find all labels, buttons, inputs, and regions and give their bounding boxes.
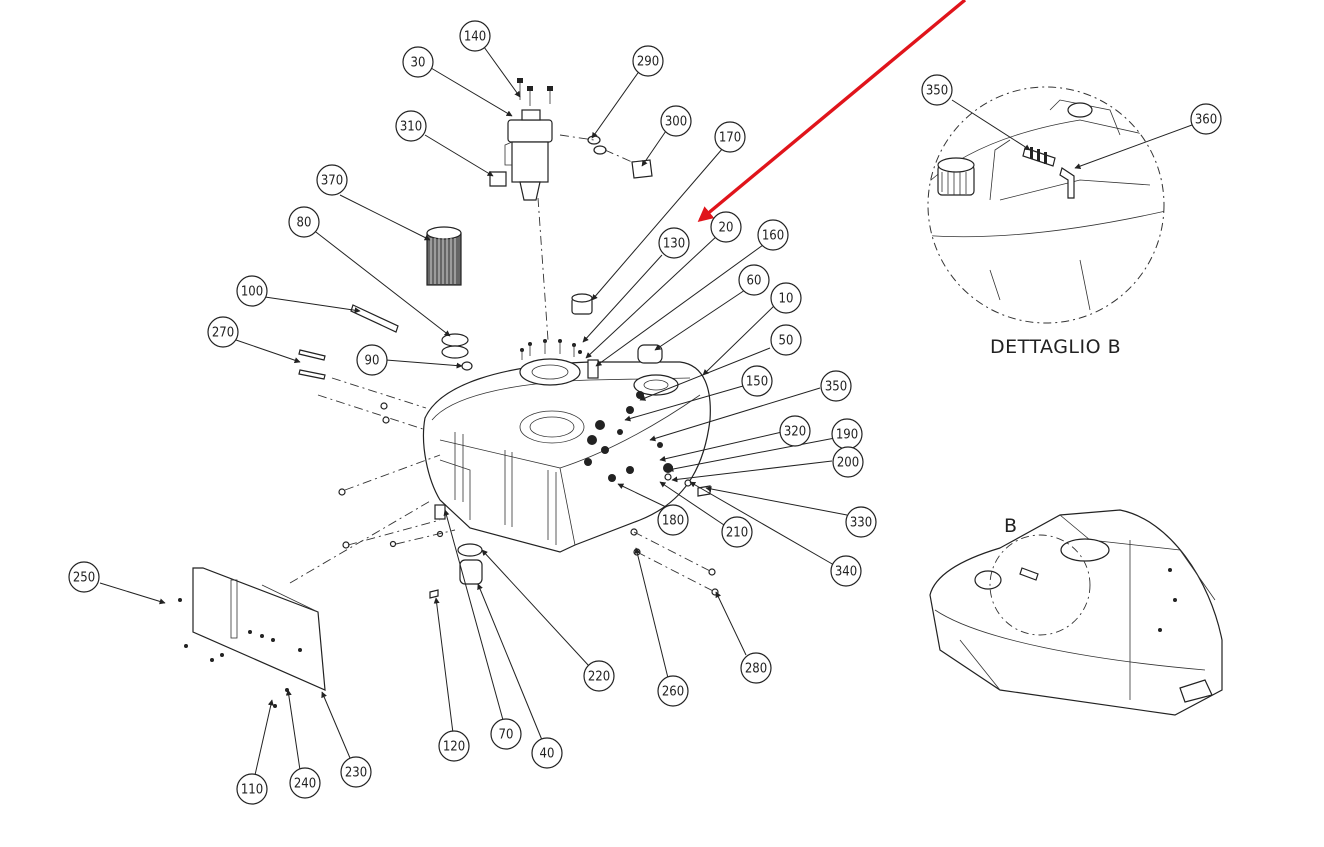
callout-70: 70 — [490, 718, 522, 750]
callout-label: 220 — [588, 670, 610, 685]
callout-label: 270 — [212, 326, 234, 341]
callout-label: 120 — [443, 740, 465, 755]
callout-label: 80 — [297, 216, 312, 231]
callout-240: 240 — [289, 767, 321, 799]
callout-120: 120 — [438, 730, 470, 762]
callout-label: 110 — [241, 783, 263, 798]
callout-310: 310 — [395, 110, 427, 142]
callout-bubbles: 140 30 290 310 300 170 370 80 20 130 160 100 60 10 270… — [68, 20, 1222, 805]
callout-label: 280 — [745, 662, 767, 677]
callout-label: 40 — [540, 747, 555, 762]
callout-170: 170 — [714, 121, 746, 153]
callout-label: 240 — [294, 777, 316, 792]
callout-360: 360 — [1190, 103, 1222, 135]
callout-160: 160 — [757, 219, 789, 251]
callout-label: 100 — [241, 285, 263, 300]
callout-30: 30 — [402, 46, 434, 78]
callout-60: 60 — [738, 264, 770, 296]
small-parts — [298, 293, 719, 599]
callout-label: 50 — [779, 334, 794, 349]
callout-220: 220 — [583, 660, 615, 692]
callout-label: 140 — [464, 30, 486, 45]
callout-label: 290 — [637, 55, 659, 70]
leader-lines — [99, 46, 848, 776]
callout-20: 20 — [710, 211, 742, 243]
callout-label: 160 — [762, 229, 784, 244]
callout-label: 180 — [662, 514, 684, 529]
callout-label: 310 — [400, 120, 422, 135]
callout-label: 90 — [365, 354, 380, 369]
callout-label: 320 — [784, 425, 806, 440]
callout-150: 150 — [741, 365, 773, 397]
callout-260: 260 — [657, 675, 689, 707]
callout-label: 30 — [411, 56, 426, 71]
callout-label: 250 — [73, 571, 95, 586]
callout-130: 130 — [658, 227, 690, 259]
callout-210: 210 — [721, 516, 753, 548]
callout-250: 250 — [68, 561, 100, 593]
callout-290: 290 — [632, 45, 664, 77]
red-arrow-icon — [697, 0, 967, 222]
callout-340: 340 — [830, 555, 862, 587]
detail-b-view — [927, 86, 1193, 324]
callout-label: 20 — [719, 221, 734, 236]
callout-label: 210 — [726, 526, 748, 541]
callout-label: 350 — [926, 84, 948, 99]
callout-label: 190 — [836, 428, 858, 443]
callout-90: 90 — [356, 344, 388, 376]
callout-label: 370 — [321, 174, 343, 189]
callout-300: 300 — [660, 105, 692, 137]
callout-label: 360 — [1195, 113, 1217, 128]
overview-tank — [929, 509, 1223, 716]
tank-body — [422, 361, 711, 553]
callout-200: 200 — [832, 446, 864, 478]
callout-40: 40 — [531, 737, 563, 769]
callout-350: 350 — [921, 74, 953, 106]
bottom-plate — [178, 567, 326, 708]
callout-80: 80 — [288, 206, 320, 238]
callout-label: 260 — [662, 685, 684, 700]
detail-caption: DETTAGLIO B — [990, 336, 1121, 358]
callout-label: 350 — [825, 380, 847, 395]
callout-label: 330 — [850, 516, 872, 531]
callout-10: 10 — [770, 282, 802, 314]
callout-label: 10 — [779, 292, 794, 307]
callout-190: 190 — [831, 418, 863, 450]
callout-330: 330 — [845, 506, 877, 538]
callout-350: 350 — [820, 370, 852, 402]
callout-180: 180 — [657, 504, 689, 536]
callout-label: 340 — [835, 565, 857, 580]
callout-140: 140 — [459, 20, 491, 52]
top-flange — [519, 339, 582, 386]
callout-270: 270 — [207, 316, 239, 348]
filter-cartridge — [426, 226, 462, 286]
assembly-lines — [289, 134, 716, 593]
callout-label: 300 — [665, 115, 687, 130]
callout-280: 280 — [740, 652, 772, 684]
callout-label: 170 — [719, 131, 741, 146]
detail-marker-b: B — [1004, 515, 1017, 537]
callout-label: 130 — [663, 237, 685, 252]
callout-100: 100 — [236, 275, 268, 307]
callout-230: 230 — [340, 756, 372, 788]
callout-label: 200 — [837, 456, 859, 471]
callout-label: 150 — [746, 375, 768, 390]
callout-110: 110 — [236, 773, 268, 805]
filter-assembly — [489, 78, 653, 201]
callout-50: 50 — [770, 324, 802, 356]
callout-370: 370 — [316, 164, 348, 196]
callout-320: 320 — [779, 415, 811, 447]
callout-label: 70 — [499, 728, 514, 743]
callout-label: 60 — [747, 274, 762, 289]
callout-label: 230 — [345, 766, 367, 781]
